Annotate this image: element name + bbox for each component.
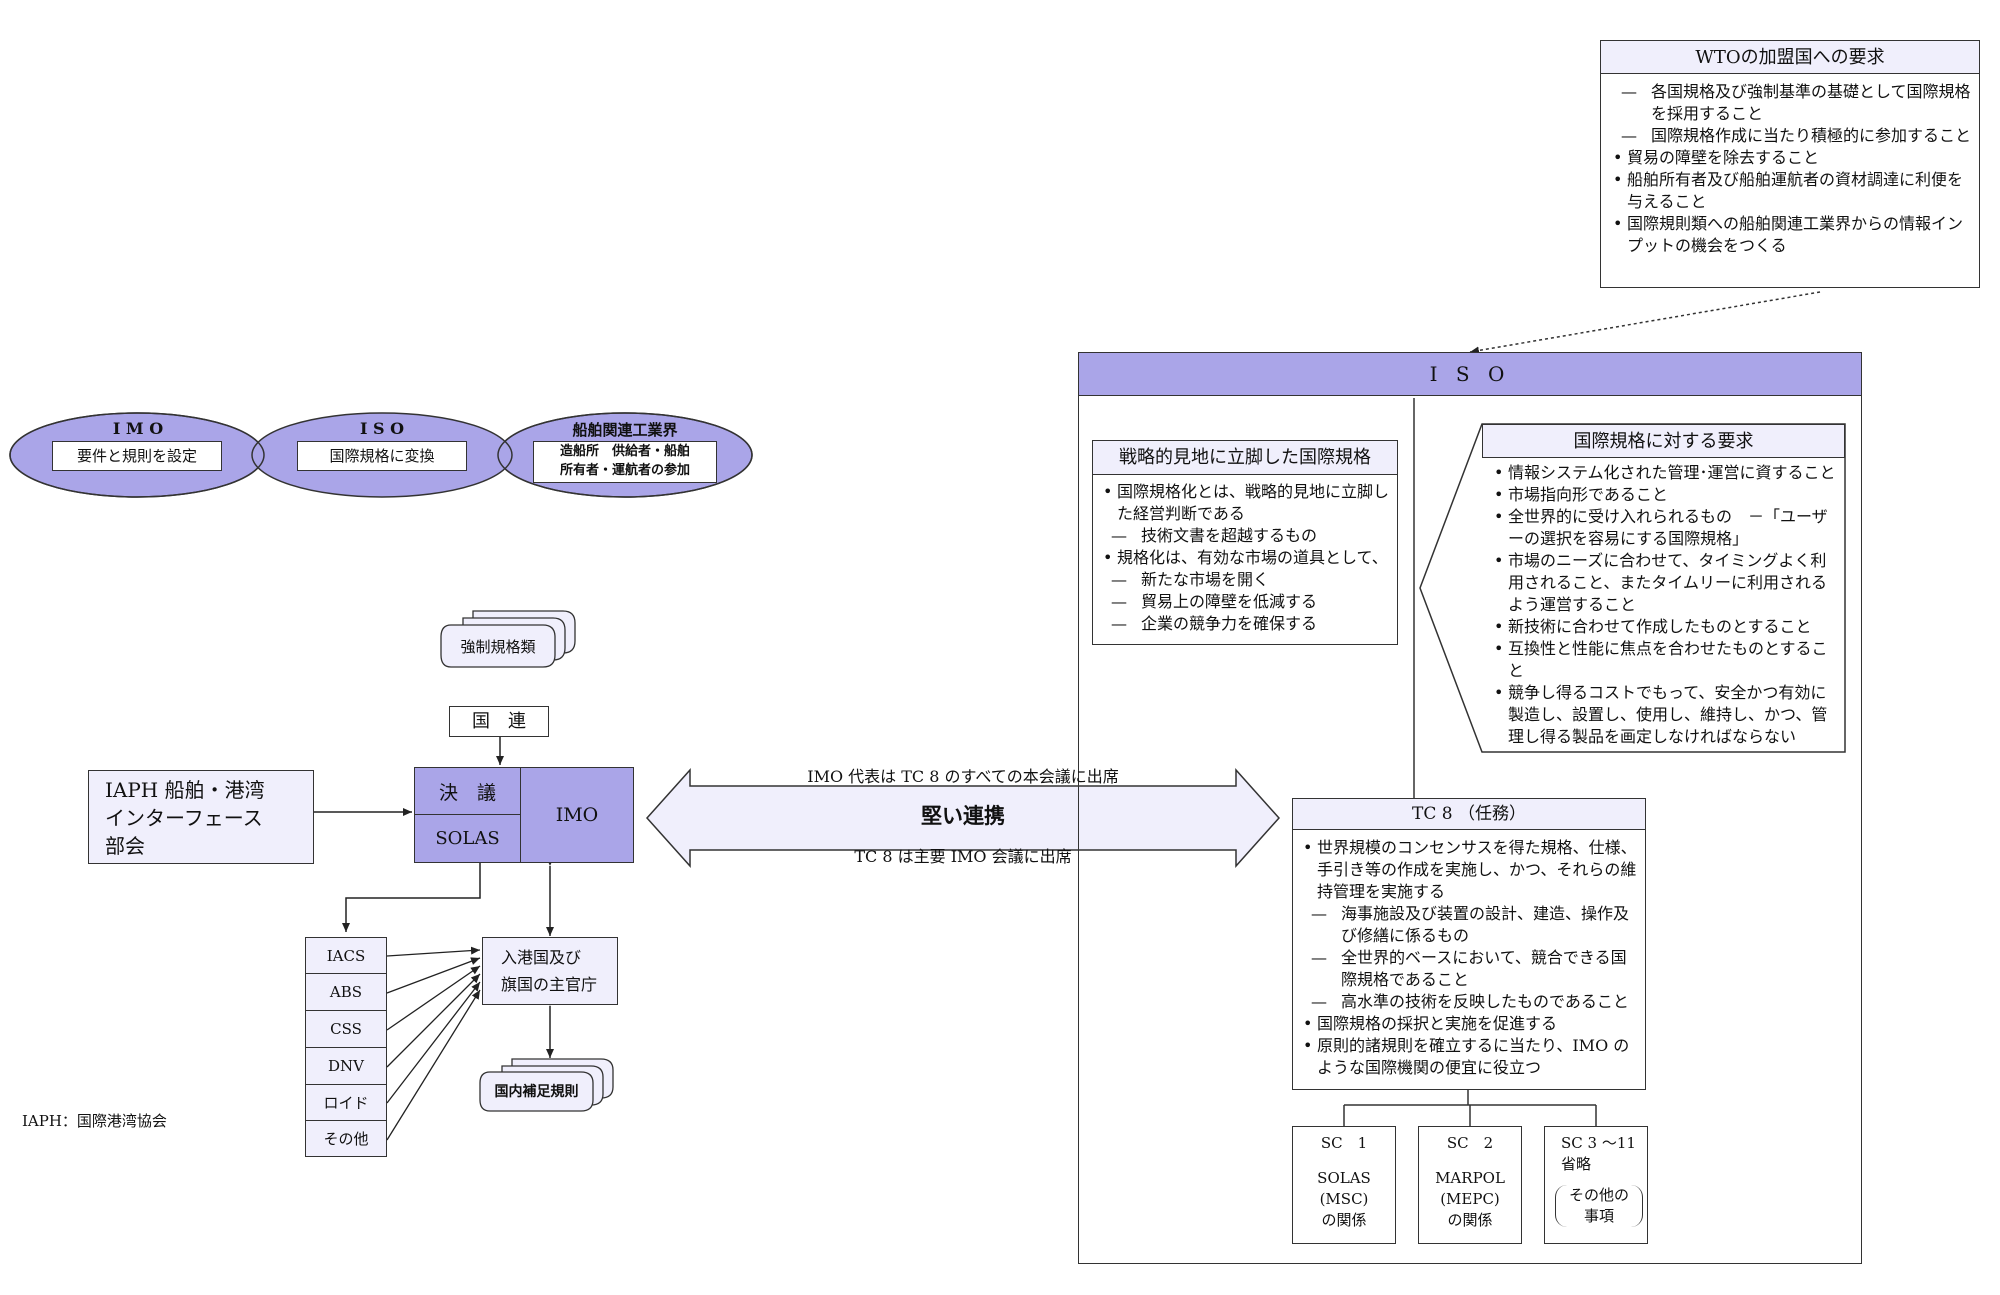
sc3-11-line3: 事項	[1583, 1207, 1614, 1225]
other-port-arrow	[386, 989, 481, 1141]
class-lloyd: ロイド	[306, 1085, 386, 1121]
requirements-item: 市場指向形であること	[1492, 484, 1840, 506]
sc1-line2: (MSC)	[1319, 1190, 1369, 1208]
mandatory-standards-label: 強制規格類	[460, 638, 536, 656]
requirements-item: 情報システム化された管理･運営に資すること	[1492, 462, 1840, 484]
tc8-list: 世界規模のコンセンサスを得た規格、仕様、手引き等の作成を実施し、かつ、それらの維…	[1301, 837, 1639, 1079]
tc8-item: 高水準の技術を反映したものであること	[1301, 991, 1639, 1013]
mandatory-stack-icon	[440, 610, 576, 668]
resolution-label: 決 議	[415, 768, 521, 815]
iacs-port-arrow	[386, 946, 481, 957]
solas-label: SOLAS	[415, 815, 521, 862]
tc8-item: 全世界的ベースにおいて、競合できる国際規格であること	[1301, 947, 1639, 991]
solas-to-classes-arrow	[342, 862, 481, 932]
strategic-item: 企業の競争力を確保する	[1101, 613, 1391, 635]
iaph-line1: IAPH 船舶・港湾	[105, 778, 265, 802]
venn-imo-title: I M O	[112, 419, 164, 438]
sc2-line3: の関係	[1447, 1211, 1493, 1229]
wto-item: 国際規則類への船舶関連工業界からの情報インプットの機会をつくる	[1611, 213, 1971, 257]
wto-requirements-box: WTOの加盟国への要求 各国規格及び強制基準の基礎として国際規格を採用すること国…	[1600, 40, 1980, 288]
sc2-line2: (MEPC)	[1440, 1190, 1500, 1208]
tc8-item: 海事施設及び装置の設計、建造、操作及び修繕に係るもの	[1301, 903, 1639, 947]
venn-industry-line1: 造船所 供給者・船舶	[559, 444, 690, 459]
class-other: その他	[323, 1130, 369, 1148]
sc2-code: SC 2	[1446, 1134, 1494, 1152]
tc8-item: 国際規格の採択と実施を促進する	[1301, 1013, 1639, 1035]
footnote: IAPH：国際港湾協会	[22, 1112, 167, 1130]
venn-industry-line2: 所有者・運航者の参加	[559, 463, 690, 478]
iaph-interface-box: IAPH 船舶・港湾 インターフェース 部会	[88, 770, 314, 864]
iaph-line2: インターフェース	[105, 806, 263, 830]
sc2-line1: MARPOL	[1435, 1169, 1505, 1187]
wto-item: 各国規格及び強制基準の基礎として国際規格を採用すること	[1611, 81, 1971, 125]
strategic-list: 国際規格化とは、戦略的見地に立脚した経営判断である技術文書を超越するもの規格化は…	[1101, 481, 1391, 635]
imo-composite-box: 決 議 SOLAS IMO	[414, 767, 634, 863]
strategic-item: 技術文書を超越するもの	[1101, 525, 1391, 547]
class-css: CSS	[306, 1011, 386, 1048]
classification-societies: IACS ABS CSS DNV ロイド その他	[305, 937, 387, 1157]
sc2-box: SC 2 MARPOL (MEPC) の関係	[1418, 1126, 1522, 1244]
port-line1: 入港国及び	[501, 948, 582, 967]
iso-panel-header: I S O	[1079, 353, 1861, 396]
css-port-arrow	[386, 965, 481, 1031]
sc1-code: SC 1	[1320, 1134, 1368, 1152]
dnv-port-arrow	[386, 973, 481, 1068]
requirements-item: 市場のニーズに合わせて、タイミングよく利用されること、またタイムリーに利用される…	[1492, 550, 1840, 616]
class-dnv: DNV	[306, 1048, 386, 1085]
venn-industry-label: 造船所 供給者・船舶 所有者・運航者の参加	[533, 441, 717, 483]
strategic-item: 新たな市場を開く	[1101, 569, 1391, 591]
abs-port-arrow	[386, 957, 481, 994]
requirements-item: 新技術に合わせて作成したものとすること	[1492, 616, 1840, 638]
sc1-box: SC 1 SOLAS (MSC) の関係	[1292, 1126, 1396, 1244]
wto-item: 船舶所有者及び船舶運航者の資材調達に利便を与えること	[1611, 169, 1971, 213]
wto-to-iso-arrow	[1469, 291, 1821, 355]
venn-iso-title: I S O	[359, 419, 405, 438]
strategic-box: 戦略的見地に立脚した国際規格 国際規格化とは、戦略的見地に立脚した経営判断である…	[1092, 440, 1398, 645]
venn-imo-label: 要件と規則を設定	[52, 441, 222, 471]
tc8-item: 世界規模のコンセンサスを得た規格、仕様、手引き等の作成を実施し、かつ、それらの維…	[1301, 837, 1639, 903]
port-flag-state-box: 入港国及び 旗国の主官庁	[482, 937, 618, 1005]
tc8-box: TC 8 （任務） 世界規模のコンセンサスを得た規格、仕様、手引き等の作成を実施…	[1292, 798, 1646, 1090]
venn-iso-label: 国際規格に変換	[297, 441, 467, 471]
arrow-center-text: 堅い連携	[921, 803, 1005, 828]
requirements-item: 競争し得るコストでもって、安全かつ有効に製造し、設置し、使用し、維持し、かつ、管…	[1492, 682, 1840, 748]
sc3-11-line1: 省略	[1561, 1155, 1592, 1173]
sc3-11-paren: その他の 事項	[1555, 1185, 1643, 1227]
wto-title: WTOの加盟国への要求	[1601, 41, 1979, 74]
tc8-item: 原則的諸規則を確立するに当たり、IMO のような国際機関の便宜に役立つ	[1301, 1035, 1639, 1079]
iso-panel: I S O	[1078, 352, 1862, 1264]
imo-label: IMO	[555, 804, 599, 826]
tc8-title: TC 8 （任務）	[1293, 799, 1645, 830]
strategic-item: 規格化は、有効な市場の道具として、	[1101, 547, 1391, 569]
requirements-item: 全世界的に受け入れられるもの －「ユーザーの選択を容易にする国際規格」	[1492, 506, 1840, 550]
wto-list: 各国規格及び強制基準の基礎として国際規格を採用すること国際規格作成に当たり積極的…	[1611, 81, 1971, 257]
requirements-title: 国際規格に対する要求	[1482, 424, 1845, 458]
domestic-rules-label: 国内補足規則	[494, 1084, 579, 1100]
strategic-item: 貿易上の障壁を低減する	[1101, 591, 1391, 613]
arrow-bottom-text: TC 8 は主要 IMO 会議に出席	[854, 847, 1072, 866]
requirements-list: 情報システム化された管理･運営に資すること市場指向形であること全世界的に受け入れ…	[1492, 462, 1840, 748]
class-iacs: IACS	[306, 938, 386, 974]
un-box: 国 連	[449, 706, 549, 737]
domestic-stack-icon	[479, 1058, 614, 1112]
iaph-line3: 部会	[105, 834, 145, 858]
class-abs: ABS	[306, 974, 386, 1011]
venn-industry-title: 船舶関連工業界	[572, 421, 678, 439]
sc1-line1: SOLAS	[1317, 1169, 1371, 1187]
sc3-11-box: SC 3 ～11 省略 その他の 事項	[1544, 1126, 1648, 1244]
sc3-11-code: SC 3 ～11	[1561, 1134, 1636, 1152]
port-line2: 旗国の主官庁	[501, 975, 598, 994]
requirements-item: 互換性と性能に焦点を合わせたものとすること	[1492, 638, 1840, 682]
lloyd-port-arrow	[386, 981, 481, 1104]
strategic-title: 戦略的見地に立脚した国際規格	[1093, 441, 1397, 475]
strategic-item: 国際規格化とは、戦略的見地に立脚した経営判断である	[1101, 481, 1391, 525]
cooperation-double-arrow	[645, 768, 1281, 868]
wto-item: 貿易の障壁を除去すること	[1611, 147, 1971, 169]
arrow-top-text: IMO 代表は TC 8 のすべての本会議に出席	[807, 767, 1119, 786]
wto-item: 国際規格作成に当たり積極的に参加すること	[1611, 125, 1971, 147]
sc1-line3: の関係	[1321, 1211, 1367, 1229]
sc3-11-line2: その他の	[1568, 1186, 1629, 1204]
